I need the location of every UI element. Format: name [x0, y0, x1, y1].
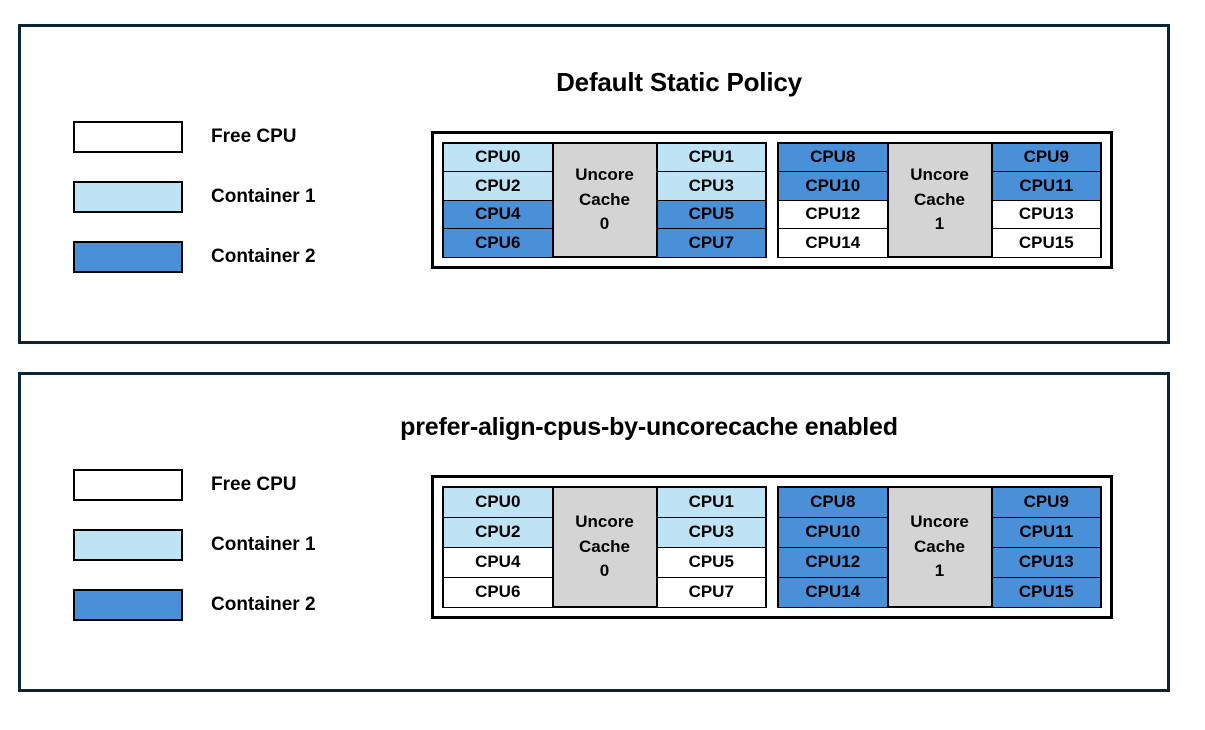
cpu-column-right: CPU1 CPU3 CPU5 CPU7 [656, 142, 766, 258]
legend: Free CPU Container 1 Container 2 [73, 107, 316, 287]
page-title: Default Static Policy [556, 67, 802, 97]
legend-item-container-2: Container 2 [73, 575, 316, 635]
legend-swatch-free-cpu [73, 121, 183, 153]
cpu-cell: CPU5 [656, 199, 766, 229]
cpu-cell: CPU8 [778, 486, 888, 518]
cpu-cell: CPU4 [443, 546, 553, 578]
uncore-cache-line-1: Uncore [910, 165, 969, 185]
cpu-cell: CPU5 [656, 546, 766, 578]
cpu-topology-diagram: CPU0 CPU2 CPU4 CPU6 Uncore Cache 0 CPU1 … [431, 131, 1113, 269]
legend-label-container-2: Container 2 [211, 246, 316, 267]
legend-swatch-container-2 [73, 589, 183, 621]
uncore-cache-group-1: CPU8 CPU10 CPU12 CPU14 Uncore Cache 1 CP… [777, 486, 1102, 608]
uncore-cache-group-0: CPU0 CPU2 CPU4 CPU6 Uncore Cache 0 CPU1 … [442, 486, 767, 608]
cpu-cell: CPU4 [443, 199, 553, 229]
panel-default-static-policy: Default Static Policy Free CPU Container… [18, 24, 1170, 344]
cpu-cell: CPU2 [443, 516, 553, 548]
uncore-cache-label: Uncore Cache 1 [887, 143, 992, 257]
cpu-column-left: CPU0 CPU2 CPU4 CPU6 [443, 486, 553, 608]
cpu-topology-diagram: CPU0 CPU2 CPU4 CPU6 Uncore Cache 0 CPU1 … [431, 475, 1113, 619]
cpu-cell: CPU2 [443, 171, 553, 201]
legend-label-container-2: Container 2 [211, 594, 316, 615]
cpu-column-right: CPU9 CPU11 CPU13 CPU15 [991, 142, 1101, 258]
uncore-cache-index: 1 [934, 214, 945, 234]
uncore-cache-group-0: CPU0 CPU2 CPU4 CPU6 Uncore Cache 0 CPU1 … [442, 142, 767, 258]
cpu-cell: CPU15 [991, 576, 1101, 608]
uncore-cache-line-1: Uncore [910, 512, 969, 532]
cpu-cell: CPU6 [443, 576, 553, 608]
legend-swatch-free-cpu [73, 469, 183, 501]
legend-item-free-cpu: Free CPU [73, 455, 316, 515]
legend: Free CPU Container 1 Container 2 [73, 455, 316, 635]
cpu-cell: CPU12 [778, 546, 888, 578]
cpu-column-left: CPU0 CPU2 CPU4 CPU6 [443, 142, 553, 258]
cpu-cell: CPU14 [778, 228, 888, 258]
cpu-cell: CPU3 [656, 516, 766, 548]
uncore-cache-line-2: Cache [913, 536, 966, 556]
uncore-cache-line-2: Cache [913, 189, 966, 209]
uncore-cache-line-1: Uncore [575, 512, 634, 532]
uncore-cache-line-2: Cache [578, 189, 631, 209]
legend-label-free-cpu: Free CPU [211, 126, 297, 147]
cpu-cell: CPU0 [443, 486, 553, 518]
legend-label-container-1: Container 1 [211, 186, 316, 207]
legend-swatch-container-1 [73, 529, 183, 561]
uncore-cache-index: 0 [599, 561, 610, 581]
legend-item-container-1: Container 1 [73, 167, 316, 227]
uncore-cache-label: Uncore Cache 0 [552, 143, 657, 257]
cpu-cell: CPU6 [443, 228, 553, 258]
cpu-cell: CPU9 [991, 142, 1101, 172]
cpu-column-left: CPU8 CPU10 CPU12 CPU14 [778, 486, 888, 608]
cpu-cell: CPU10 [778, 171, 888, 201]
cpu-cell: CPU1 [656, 486, 766, 518]
legend-swatch-container-2 [73, 241, 183, 273]
panel-prefer-align-cpus-by-uncorecache: prefer-align-cpus-by-uncorecache enabled… [18, 372, 1170, 692]
cpu-cell: CPU8 [778, 142, 888, 172]
cpu-column-right: CPU9 CPU11 CPU13 CPU15 [991, 486, 1101, 608]
cpu-cell: CPU14 [778, 576, 888, 608]
cpu-cell: CPU7 [656, 576, 766, 608]
cpu-cell: CPU9 [991, 486, 1101, 518]
legend-swatch-container-1 [73, 181, 183, 213]
cpu-cell: CPU3 [656, 171, 766, 201]
cpu-column-right: CPU1 CPU3 CPU5 CPU7 [656, 486, 766, 608]
cpu-cell: CPU12 [778, 199, 888, 229]
cpu-cell: CPU15 [991, 228, 1101, 258]
cpu-cell: CPU1 [656, 142, 766, 172]
legend-label-container-1: Container 1 [211, 534, 316, 555]
legend-item-container-1: Container 1 [73, 515, 316, 575]
cpu-cell: CPU0 [443, 142, 553, 172]
cpu-cell: CPU13 [991, 199, 1101, 229]
legend-item-free-cpu: Free CPU [73, 107, 316, 167]
cpu-cell: CPU7 [656, 228, 766, 258]
uncore-cache-line-2: Cache [578, 536, 631, 556]
uncore-cache-line-1: Uncore [575, 165, 634, 185]
uncore-cache-index: 0 [599, 214, 610, 234]
legend-label-free-cpu: Free CPU [211, 474, 297, 495]
legend-item-container-2: Container 2 [73, 227, 316, 287]
cpu-cell: CPU13 [991, 546, 1101, 578]
page-title: prefer-align-cpus-by-uncorecache enabled [400, 413, 898, 441]
cpu-cell: CPU10 [778, 516, 888, 548]
uncore-cache-label: Uncore Cache 1 [887, 487, 992, 607]
cpu-cell: CPU11 [991, 516, 1101, 548]
cpu-column-left: CPU8 CPU10 CPU12 CPU14 [778, 142, 888, 258]
cpu-cell: CPU11 [991, 171, 1101, 201]
uncore-cache-group-1: CPU8 CPU10 CPU12 CPU14 Uncore Cache 1 CP… [777, 142, 1102, 258]
uncore-cache-index: 1 [934, 561, 945, 581]
uncore-cache-label: Uncore Cache 0 [552, 487, 657, 607]
